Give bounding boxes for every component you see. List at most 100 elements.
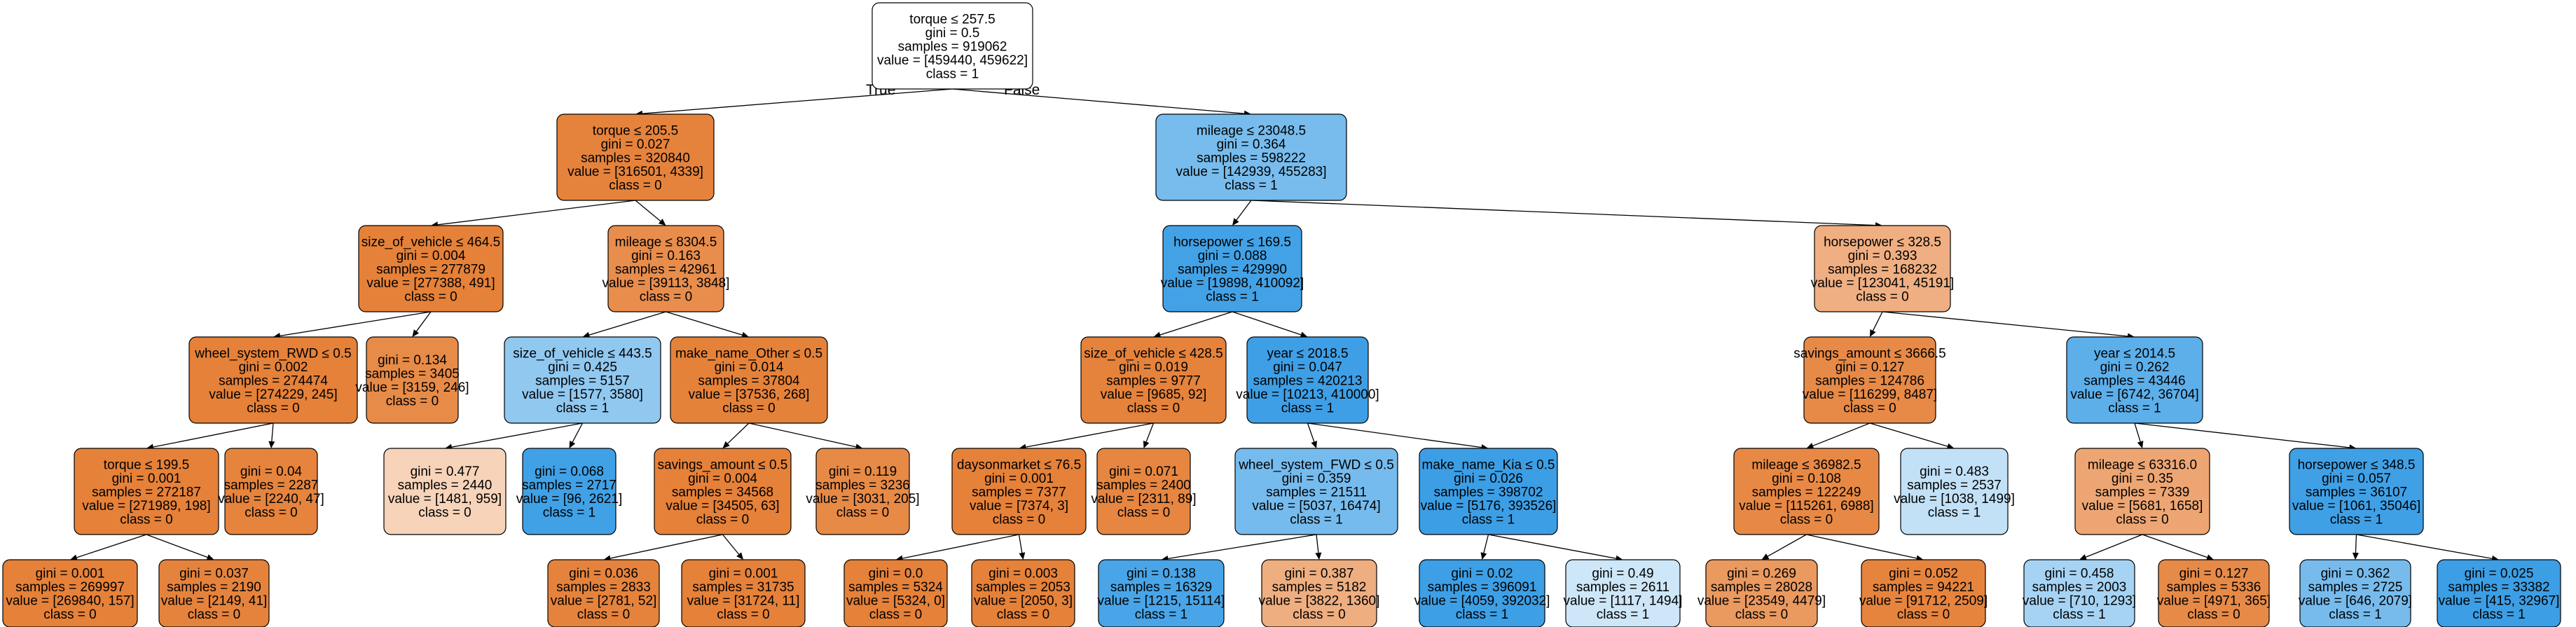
tree-node-line: class = 1 (2472, 607, 2526, 622)
tree-node-line: gini = 0.001 (36, 567, 105, 581)
tree-edge (271, 422, 274, 442)
tree-node-line: gini = 0.458 (2045, 567, 2114, 581)
tree-node-line: value = [10213, 410000] (1236, 387, 1379, 402)
tree-node-line: class = 1 (1135, 607, 1188, 622)
tree-node-box (1803, 336, 1936, 424)
tree-node-line: class = 0 (717, 607, 770, 622)
tree-edge (1882, 311, 2128, 337)
tree-edge (1869, 422, 1948, 447)
tree-node-line: mileage ≤ 36982.5 (1751, 457, 1861, 472)
tree-edge (280, 311, 432, 337)
tree-node-line: gini = 0.057 (2322, 471, 2391, 486)
tree-node-line: class = 0 (247, 401, 300, 415)
tree-node-line: value = [3159, 246] (355, 380, 469, 395)
tree-node-line: value = [316501, 4339] (567, 165, 703, 179)
tree-edge-arrowhead (741, 331, 749, 338)
tree-edge (1812, 422, 1871, 446)
tree-node-line: value = [4059, 392032] (1414, 594, 1550, 609)
tree-edge-arrowhead (1300, 331, 1308, 338)
tree-node-line: class = 0 (722, 401, 776, 415)
tree-node-line: class = 1 (1597, 607, 1650, 622)
tree-node-line: value = [646, 2079] (2299, 594, 2412, 609)
tree-node-line: samples = 2725 (2308, 580, 2403, 595)
tree-node-line: samples = 43446 (2083, 373, 2185, 388)
tree-edge-arrowhead (1311, 441, 1317, 448)
tree-node-line: class = 0 (1293, 607, 1346, 622)
tree-node-line: samples = 277879 (376, 262, 485, 277)
tree-node-line: class = 0 (696, 512, 750, 527)
tree-node-line: class = 1 (1281, 401, 1335, 415)
tree-node-line: value = [91712, 2509] (1859, 594, 1988, 609)
tree-edge-arrowhead (412, 329, 420, 337)
tree-edge-arrowhead (70, 554, 78, 561)
tree-edge-arrowhead (722, 441, 730, 448)
tree-node-box (1234, 448, 1398, 535)
tree-node-line: gini = 0.134 (378, 353, 447, 368)
tree-edge-arrowhead (2206, 554, 2214, 560)
tree-node-line: samples = 2400 (1096, 478, 1191, 493)
tree-node-line: gini = 0.393 (1848, 249, 1917, 263)
tree-node-line: mileage ≤ 63316.0 (2088, 457, 2197, 472)
tree-edge (437, 200, 636, 226)
tree-node-line: class = 0 (993, 512, 1046, 527)
tree-node-line: mileage ≤ 8304.5 (615, 235, 717, 249)
tree-node-box (188, 336, 358, 424)
tree-node-line: gini = 0.088 (1198, 249, 1267, 263)
tree-node-box (2299, 559, 2411, 627)
tree-node-line: class = 0 (1127, 401, 1180, 415)
tree-node-line: value = [37536, 268] (689, 387, 810, 402)
tree-edge (2142, 534, 2207, 558)
tree-node-line: gini = 0.001 (709, 567, 778, 581)
tree-node-line: samples = 37804 (698, 373, 800, 388)
tree-node-line: samples = 2440 (398, 478, 493, 493)
tree-node-line: samples = 122249 (1752, 485, 1861, 499)
tree-node-line: samples = 2003 (2032, 580, 2127, 595)
tree-node-box (158, 559, 270, 627)
tree-node-box (504, 336, 661, 424)
tree-node-line: samples = 36107 (2306, 485, 2407, 499)
tree-node-box (1155, 113, 1347, 201)
tree-node-box (2158, 559, 2270, 627)
tree-node-line: gini = 0.019 (1119, 360, 1188, 375)
tree-node-line: gini = 0.071 (1109, 464, 1178, 479)
tree-node-line: class = 1 (2329, 607, 2382, 622)
tree-node-line: gini = 0.269 (1727, 567, 1796, 581)
tree-edge-arrowhead (582, 331, 591, 338)
tree-edge (415, 311, 432, 332)
tree-node-box (1080, 336, 1227, 424)
tree-node-line: class = 0 (1897, 607, 1950, 622)
tree-node-line: samples = 320840 (581, 151, 690, 165)
tree-node-line: value = [9685, 92] (1101, 387, 1207, 402)
tree-edge-arrowhead (2137, 441, 2144, 448)
tree-node-line: size_of_vehicle ≤ 443.5 (513, 346, 652, 361)
tree-node-line: gini = 0.036 (569, 567, 638, 581)
tree-node-line: value = [2240, 47] (218, 492, 324, 507)
tree-node-line: class = 1 (2108, 401, 2161, 415)
tree-edge-arrowhead (1870, 329, 1876, 337)
tree-node-line: value = [2781, 52] (551, 594, 657, 609)
tree-node-line: samples = 398702 (1434, 485, 1543, 499)
tree-node-line: year ≤ 2018.5 (1267, 346, 1348, 361)
tree-node-line: value = [277388, 491] (366, 276, 495, 291)
tree-node-line: class = 1 (1456, 607, 1509, 622)
tree-node-line: samples = 2833 (556, 580, 651, 595)
tree-node-box (74, 448, 219, 535)
tree-node-line: gini = 0.163 (631, 249, 701, 263)
tree-node-line: wheel_system_FWD ≤ 0.5 (1238, 457, 1394, 472)
tree-node-line: gini = 0.037 (179, 567, 249, 581)
tree-node-box (2023, 559, 2135, 627)
